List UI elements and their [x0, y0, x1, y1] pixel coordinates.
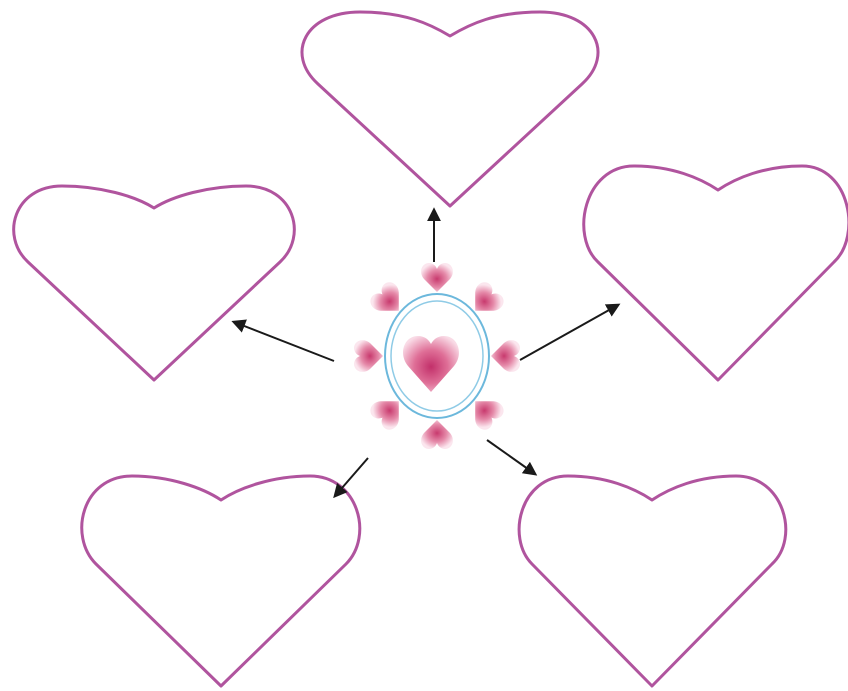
petal-heart-icon [464, 279, 507, 322]
heart-box-lower-right[interactable] [519, 476, 786, 686]
arrow-upper-right [520, 305, 618, 360]
arrow-lower-left [335, 458, 368, 496]
center-emblem [354, 263, 520, 449]
petal-heart-icon [367, 390, 410, 433]
heart-box-upper-left[interactable] [14, 186, 295, 380]
petal-heart-icon [354, 340, 383, 372]
petal-heart-icon [421, 263, 453, 292]
center-heart-icon [403, 336, 459, 392]
arrow-upper-left [234, 322, 334, 361]
arrow-lower-right [487, 440, 535, 474]
petal-heart-icon [491, 340, 520, 372]
petal-heart-icon [464, 390, 507, 433]
petal-heart-icon [367, 279, 410, 322]
petal-heart-icon [421, 420, 453, 449]
heart-box-top[interactable] [302, 12, 598, 206]
heart-box-upper-right[interactable] [584, 166, 848, 380]
heart-box-lower-left[interactable] [82, 476, 360, 686]
